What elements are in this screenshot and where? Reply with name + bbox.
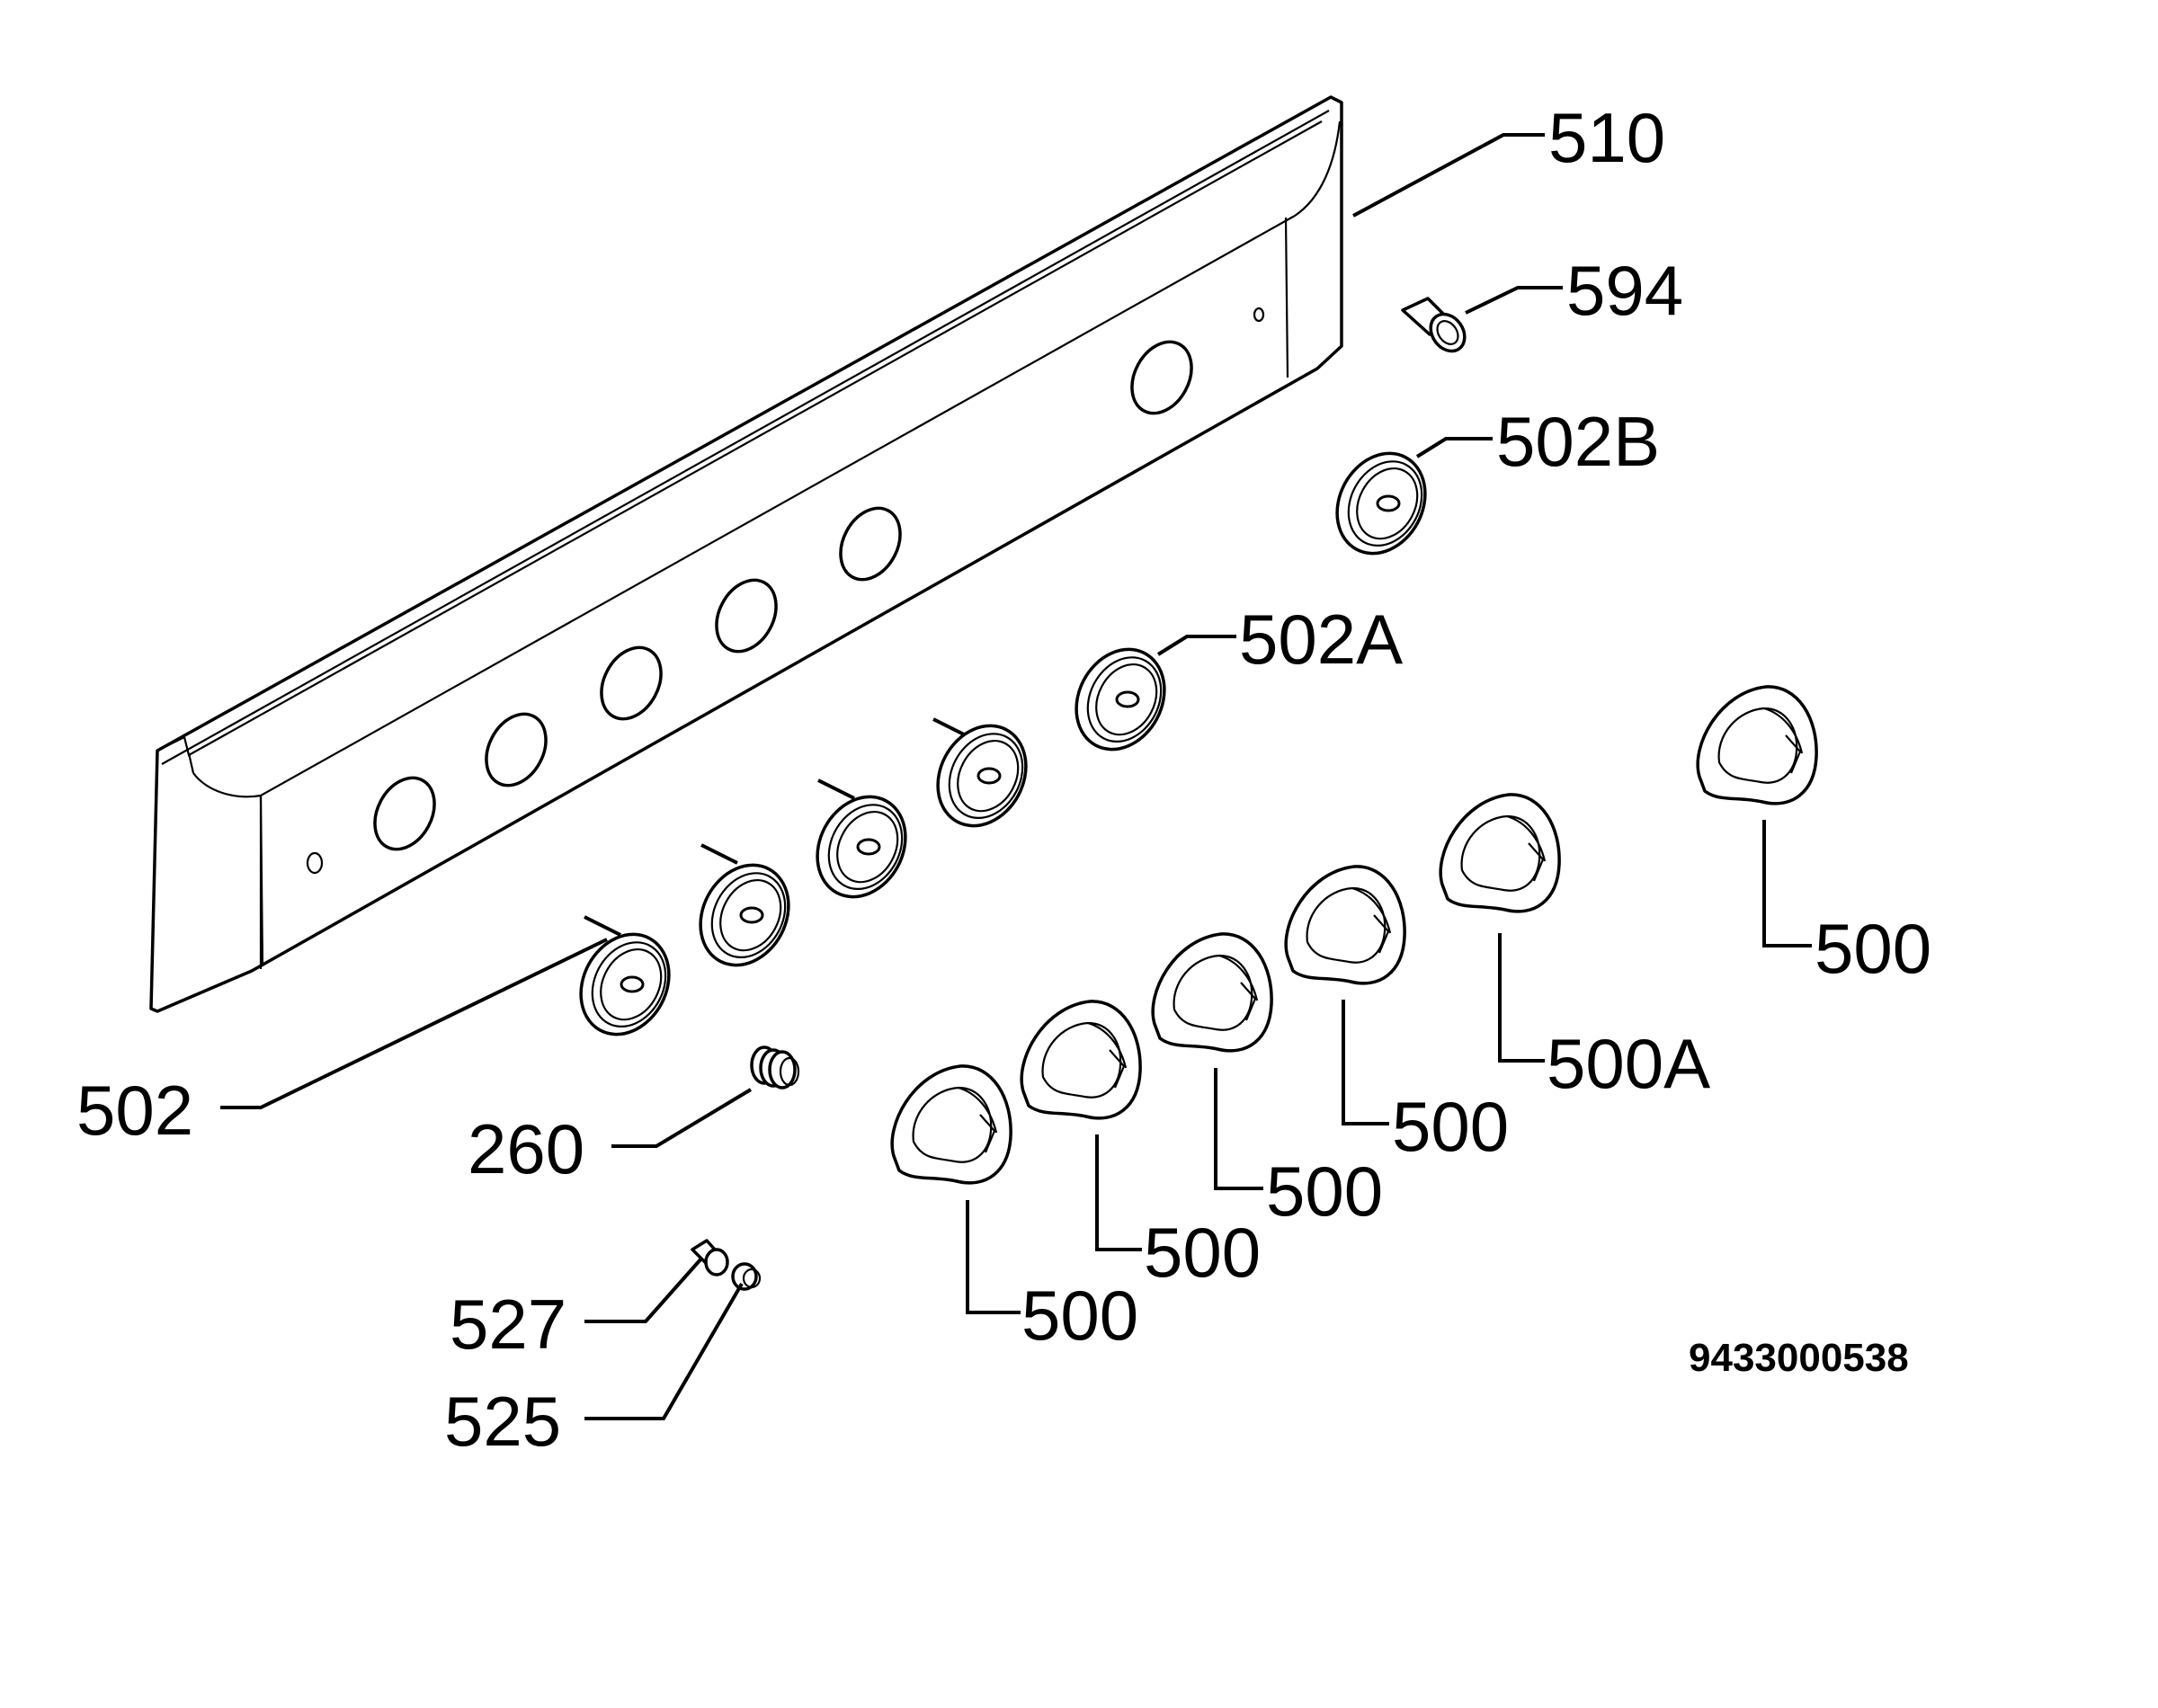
callout-502a: 502A: [1239, 600, 1403, 679]
document-number: 9433000538: [1689, 1336, 1909, 1380]
callout-knob-2: 500: [1144, 1213, 1261, 1292]
callout-510: 510: [1548, 98, 1665, 177]
knob-3: [1151, 932, 1273, 1053]
callout-527: 527: [450, 1285, 566, 1364]
pin-525: [731, 1262, 762, 1291]
pin-527: [691, 1239, 729, 1277]
lamp-part: [1401, 297, 1467, 353]
callout-knob-3: 500: [1266, 1152, 1383, 1231]
knob-2: [1020, 1000, 1142, 1120]
bezel-502b: [1318, 436, 1444, 571]
bezel-2: [682, 848, 807, 983]
control-panel: [149, 95, 1343, 1013]
bezel-3: [798, 779, 924, 914]
bezel-1: [562, 917, 688, 1052]
knob-1: [890, 1064, 1012, 1185]
callout-knob-6: 500: [1815, 909, 1931, 988]
callout-knob-5: 500A: [1547, 1024, 1710, 1103]
bezel-4: [919, 708, 1045, 843]
knob-4: [1284, 865, 1406, 985]
bezel-502-set: [562, 708, 1045, 1052]
knob-5: [1439, 793, 1561, 913]
bezel-502a: [1057, 632, 1183, 767]
callout-knob-1: 500: [1021, 1276, 1138, 1355]
spring-part: [750, 1045, 800, 1090]
callout-594: 594: [1566, 251, 1683, 330]
callout-502b: 502B: [1496, 402, 1660, 481]
callout-502: 502: [76, 1071, 193, 1150]
callout-260: 260: [468, 1109, 584, 1188]
leader-lines: [220, 133, 1812, 1420]
callout-knob-4: 500: [1392, 1087, 1509, 1166]
callout-525: 525: [444, 1382, 561, 1461]
knob-6: [1696, 685, 1818, 805]
